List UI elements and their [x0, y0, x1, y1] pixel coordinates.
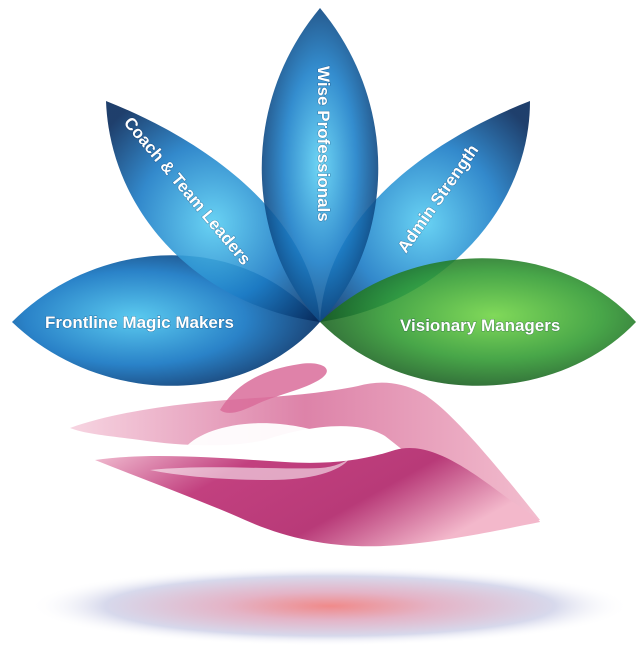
petal-coach	[106, 101, 320, 322]
petal-visionary	[320, 258, 636, 386]
label-wise: Wise Professionals	[314, 66, 333, 222]
lotus-flower-icon	[12, 8, 636, 386]
label-visionary: Visionary Managers	[400, 316, 560, 335]
label-frontline: Frontline Magic Makers	[45, 313, 234, 332]
hand-icon	[70, 363, 540, 547]
floor-shadow	[30, 566, 630, 646]
petal-admin	[320, 101, 530, 322]
petal-wise	[261, 8, 379, 322]
